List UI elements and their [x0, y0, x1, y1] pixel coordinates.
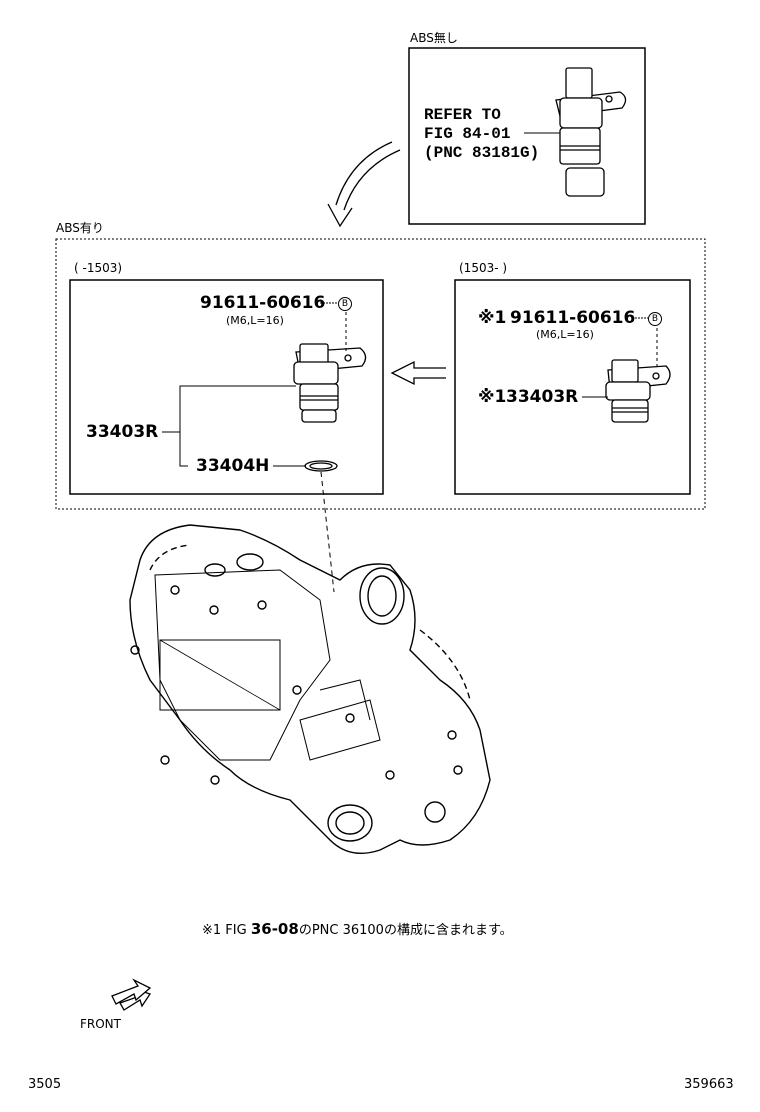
left-subpanel-frame: [69, 279, 384, 495]
left-sensor-drawing: [293, 343, 367, 472]
front-label: FRONT: [80, 1017, 121, 1031]
abs-panel-caption: ABS有り: [56, 221, 104, 235]
right-bolt-part[interactable]: 91611-60616: [510, 308, 636, 328]
abs-outer-frame: [55, 238, 706, 510]
right-sensor-prefix: ※1: [478, 387, 507, 407]
left-bolt-part[interactable]: 91611-60616: [200, 293, 326, 313]
curved-arrow-icon: [327, 141, 401, 228]
right-sensor-part[interactable]: 33403R: [506, 387, 579, 407]
footnote-prefix: ※1 FIG: [202, 923, 247, 938]
right-sensor-drawing: [605, 359, 671, 423]
footnote: ※1 FIG 36-08のPNC 36100の構成に含まれます。: [202, 920, 513, 938]
top-sensor-drawing: [555, 67, 627, 197]
left-bracket: [179, 385, 296, 467]
left-arrow-icon: [390, 360, 446, 386]
right-bolt-mark: B: [648, 312, 662, 326]
refer-line-2: FIG 84-01: [424, 125, 511, 143]
footnote-suffix: のPNC 36100の構成に含まれます。: [298, 923, 513, 938]
refer-line-3: (PNC 83181G): [424, 144, 540, 162]
transmission-housing-drawing: [129, 524, 491, 854]
refer-line-1: REFER TO: [424, 106, 501, 124]
left-ring-part[interactable]: 33404H: [196, 456, 270, 476]
page-code-right: 359663: [684, 1077, 734, 1092]
right-subpanel-frame: [454, 279, 691, 495]
footnote-fig[interactable]: 36-08: [250, 920, 299, 938]
left-sensor-part[interactable]: 33403R: [86, 422, 159, 442]
left-bolt-spec: (M6,L=16): [226, 314, 284, 327]
right-bolt-prefix: ※1: [478, 308, 507, 328]
left-bolt-mark: B: [338, 297, 352, 311]
right-bolt-spec: (M6,L=16): [536, 328, 594, 341]
right-range: (1503- ): [459, 261, 508, 275]
top-panel-caption: ABS無し: [410, 31, 458, 45]
page-code-left: 3505: [28, 1077, 62, 1092]
left-range: ( -1503): [74, 261, 123, 275]
top-panel-frame: [408, 47, 646, 225]
front-arrow-icon: [111, 978, 152, 1011]
